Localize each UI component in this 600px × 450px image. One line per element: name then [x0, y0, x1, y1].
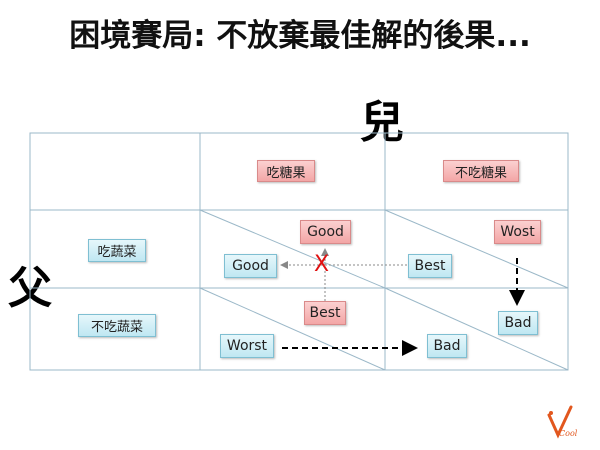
cell-r1c1-father-payoff: Good: [224, 254, 277, 278]
row-header-eat-veg: 吃蔬菜: [88, 239, 146, 262]
cell-r2c2-father-payoff: Bad: [427, 334, 467, 358]
vcool-logo: Cool: [545, 405, 585, 445]
col-header-eat-candy: 吃糖果: [257, 160, 315, 182]
logo-text: Cool: [559, 429, 578, 438]
page-title: 困境賽局: 不放棄最佳解的後果...: [69, 18, 531, 54]
cell-r1c2-son-payoff: Wost: [494, 220, 541, 244]
grid-lines: [29, 132, 569, 371]
row-header-no-veg: 不吃蔬菜: [78, 314, 156, 337]
cell-r2c1-son-payoff: Best: [304, 301, 346, 325]
blocked-cross-mark: X: [314, 252, 330, 277]
cell-r1c1-son-payoff: Good: [300, 220, 351, 244]
cell-r2c2-son-payoff: Bad: [498, 311, 538, 335]
cell-r2c1-father-payoff: Worst: [220, 334, 274, 358]
cell-r1c2-father-payoff: Best: [408, 254, 452, 278]
vcool-logo-mark: [547, 405, 573, 439]
player-son-label: 兒: [360, 97, 404, 148]
col-header-no-candy: 不吃糖果: [443, 160, 519, 182]
